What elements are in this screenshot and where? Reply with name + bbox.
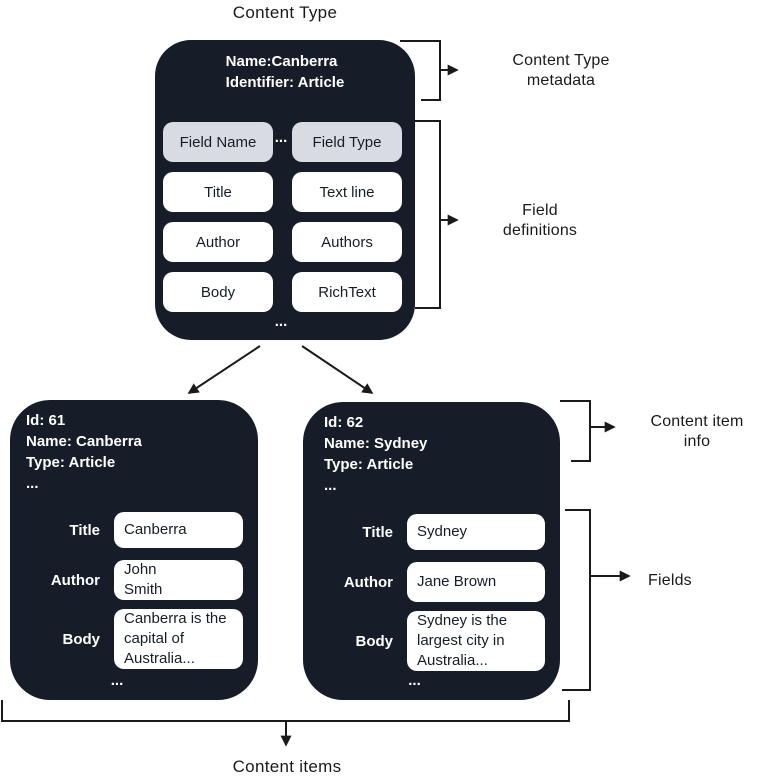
arrow-to-item-2 <box>301 345 374 394</box>
metadata-ellipsis: ... <box>274 129 288 146</box>
field-value: Sydney is the largest city in Australia.… <box>407 611 545 671</box>
field-name-cell: Body <box>163 272 273 312</box>
annotation-fields: Fields <box>648 572 692 589</box>
item-type: Type: Article <box>26 454 116 471</box>
content-type-box: Name:Canberra Identifier: Article ... Fi… <box>155 40 415 340</box>
field-type-cell: RichText <box>292 272 402 312</box>
field-type-cell: Text line <box>292 172 402 212</box>
field-type-cell: Authors <box>292 222 402 262</box>
item-info-ellipsis: ... <box>324 477 337 494</box>
field-label: Title <box>69 521 100 539</box>
field-value: Jane Brown <box>407 562 545 602</box>
field-grid-header-name: Field Name <box>163 122 273 162</box>
diagram-title: Content Type <box>232 3 338 22</box>
content-items-label: Content items <box>232 757 342 776</box>
content-type-name: Name:Canberra <box>225 53 338 70</box>
annotation-field-definitions: Field definitions <box>502 202 578 239</box>
field-value: John Smith <box>114 560 243 600</box>
content-item-box-sydney: Id: 62 Name: Sydney Type: Article ... Ti… <box>303 402 560 700</box>
content-item-box-canberra: Id: 61 Name: Canberra Type: Article ... … <box>10 400 258 700</box>
bracket-field-definitions <box>415 120 441 309</box>
item-id: Id: 62 <box>324 414 364 431</box>
item-name: Name: Canberra <box>26 433 142 450</box>
item-name: Name: Sydney <box>324 435 428 452</box>
content-type-identifier: Identifier: Article <box>225 74 345 91</box>
field-row-title: Title Sydney <box>318 514 545 550</box>
annotation-content-item-info: Content item info <box>650 413 744 450</box>
field-name-cell: Title <box>163 172 273 212</box>
field-value: Canberra <box>114 512 243 548</box>
item-info-block: Id: 61 Name: Canberra Type: Article ... <box>26 410 142 494</box>
item-id: Id: 61 <box>26 412 66 429</box>
field-label: Title <box>362 523 393 541</box>
field-label: Body <box>62 630 101 648</box>
field-row-author: Author John Smith <box>25 560 243 600</box>
field-label: Body <box>355 632 394 650</box>
content-type-metadata-block: Name:Canberra Identifier: Article <box>155 51 415 93</box>
field-label: Author <box>343 573 393 591</box>
field-grid-header-type: Field Type <box>292 122 402 162</box>
field-definitions-grid: Field Name Field Type Title Text line Au… <box>163 122 402 312</box>
field-name-cell: Author <box>163 222 273 262</box>
fields-ellipsis: ... <box>274 313 288 330</box>
item-type: Type: Article <box>324 456 414 473</box>
field-label: Author <box>50 571 100 589</box>
bracket-fields <box>562 509 591 691</box>
arrow-to-item-1 <box>187 345 261 394</box>
field-row-body: Body Sydney is the largest city in Austr… <box>318 611 545 671</box>
field-value: Canberra is the capital of Australia... <box>114 609 243 669</box>
field-row-title: Title Canberra <box>25 512 243 548</box>
item-fields-ellipsis: ... <box>408 672 421 689</box>
bracket-content-item-info <box>560 400 591 462</box>
item-fields-ellipsis: ... <box>110 672 124 689</box>
item-info-block: Id: 62 Name: Sydney Type: Article ... <box>324 412 427 496</box>
field-row-author: Author Jane Brown <box>318 562 545 602</box>
annotation-content-type-metadata: Content Type metadata <box>512 52 610 89</box>
bracket-content-items <box>1 700 570 722</box>
field-value: Sydney <box>407 514 545 550</box>
field-row-body: Body Canberra is the capital of Australi… <box>25 609 243 669</box>
item-info-ellipsis: ... <box>26 475 39 492</box>
